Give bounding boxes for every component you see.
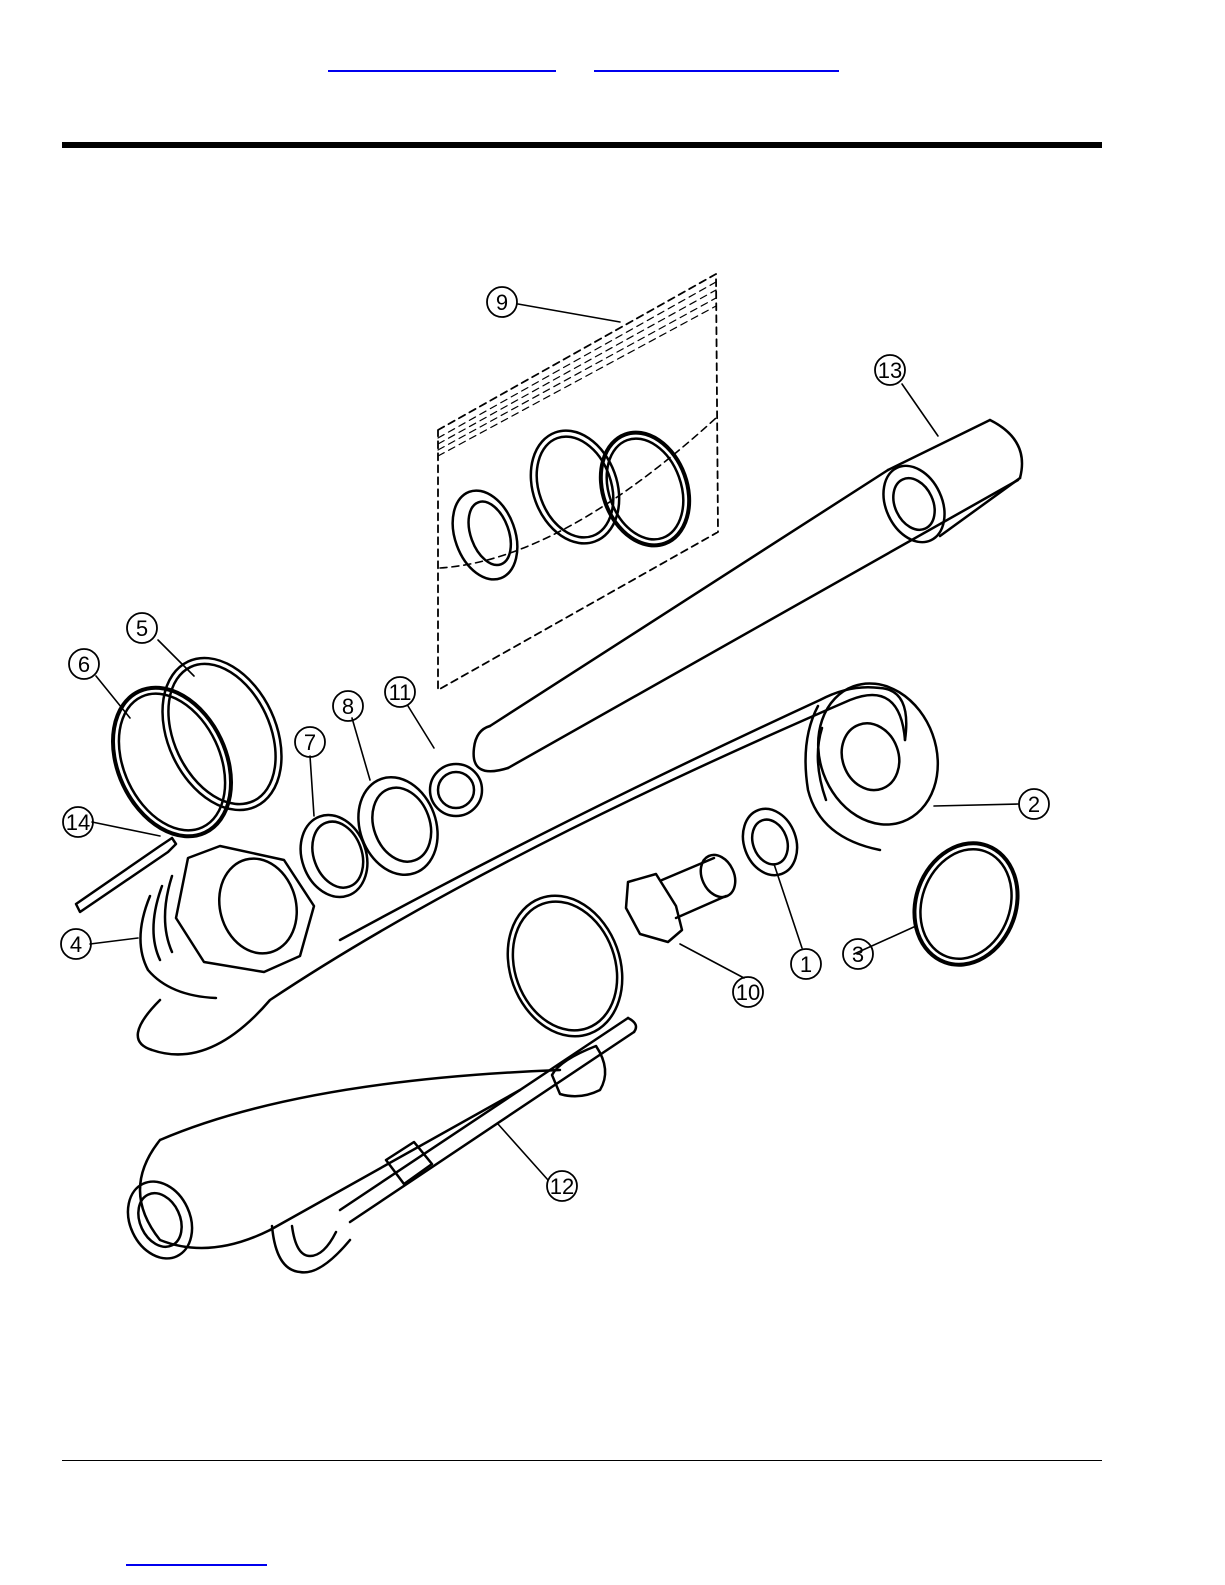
callout-13-label: 13 [878, 358, 902, 383]
gland [140, 846, 314, 998]
tie-rod-assembly [272, 1018, 636, 1272]
callout-6-label: 6 [78, 652, 90, 677]
callout-8-label: 8 [342, 694, 354, 719]
callout-4: 4 [61, 929, 91, 959]
hex-key [76, 838, 176, 912]
cylinder-rod [474, 420, 1022, 771]
callout-1-label: 1 [800, 952, 812, 977]
callout-11-label: 11 [389, 680, 412, 705]
callout-3-label: 3 [852, 942, 864, 967]
seal-kit-bag [438, 274, 718, 690]
footer-divider [62, 1460, 1102, 1461]
o-rings [90, 639, 305, 856]
callout-11: 11 [385, 677, 415, 707]
retaining-ring [430, 764, 482, 816]
callout-7: 7 [295, 727, 325, 757]
callout-12: 12 [547, 1171, 577, 1201]
callout-13: 13 [875, 355, 905, 385]
callout-14-label: 14 [66, 810, 90, 835]
callout-12-label: 12 [550, 1174, 574, 1199]
callout-8: 8 [333, 691, 363, 721]
callout-4-label: 4 [70, 932, 82, 957]
callout-10-label: 10 [736, 980, 760, 1005]
piston-bolt [626, 849, 742, 942]
callout-9: 9 [487, 287, 517, 317]
callout-3: 3 [843, 939, 873, 969]
footer-nav-link[interactable] [126, 1540, 267, 1566]
callout-1: 1 [791, 949, 821, 979]
cylinder-tube [116, 687, 906, 1269]
callout-5-label: 5 [136, 616, 148, 641]
callout-2-label: 2 [1028, 792, 1040, 817]
callout-10: 10 [733, 977, 763, 1007]
callout-6: 6 [69, 649, 99, 679]
callout-2: 2 [1019, 789, 1049, 819]
callout-14: 14 [63, 807, 93, 837]
rod-seals [290, 766, 451, 906]
piston [799, 667, 957, 850]
wear-ring [898, 829, 1034, 980]
callout-5: 5 [127, 613, 157, 643]
washer [734, 801, 806, 883]
callout-9-label: 9 [496, 290, 508, 315]
callout-7-label: 7 [304, 730, 316, 755]
